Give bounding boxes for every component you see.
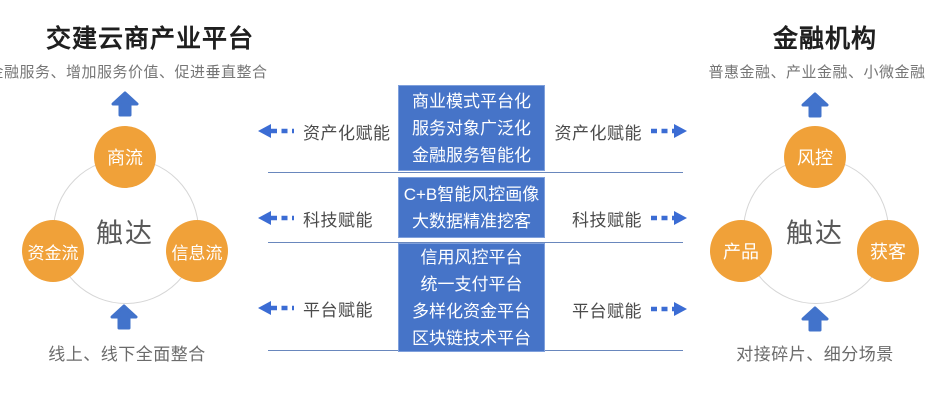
right-label-row-3: 平台赋能 — [552, 298, 688, 321]
left-label-row-3: 平台赋能 — [257, 297, 373, 320]
box-line: C+B智能风控画像 — [403, 184, 540, 204]
empowerment-label: 资产化赋能 — [303, 123, 391, 143]
right-panel-footer: 对接碎片、细分场景 — [736, 345, 894, 364]
right-label-row-2: 科技赋能 — [552, 207, 688, 230]
separator-line-2 — [268, 242, 683, 243]
box-line: 金融服务智能化 — [412, 145, 531, 165]
left-node-right: 信息流 — [166, 220, 228, 282]
box-line: 信用风控平台 — [420, 247, 523, 267]
box-line: 大数据精准挖客 — [412, 211, 531, 231]
box-line: 统一支付平台 — [420, 274, 523, 294]
empowerment-label: 资产化赋能 — [554, 123, 642, 143]
dashed-arrow-left-icon — [258, 211, 294, 225]
up-arrow-icon — [801, 92, 829, 118]
capability-box-3: 信用风控平台 统一支付平台 多样化资金平台 区块链技术平台 — [398, 243, 545, 352]
box-line: 商业模式平台化 — [412, 91, 531, 111]
empowerment-label: 科技赋能 — [303, 210, 373, 230]
up-arrow-icon — [111, 91, 139, 117]
right-node-left: 产品 — [710, 220, 772, 282]
left-node-top: 商流 — [94, 126, 156, 188]
box-line: 区块链技术平台 — [412, 328, 531, 348]
left-panel-subtitle: 金融服务、增加服务价值、促进垂直整合 — [0, 64, 268, 81]
dashed-arrow-right-icon — [651, 211, 687, 225]
right-hub-label: 触达 — [786, 218, 844, 249]
up-arrow-icon — [110, 304, 138, 330]
left-hub-label: 触达 — [96, 218, 154, 249]
right-label-row-1: 资产化赋能 — [552, 120, 688, 143]
left-label-row-1: 资产化赋能 — [257, 120, 391, 143]
left-panel-footer: 线上、线下全面整合 — [48, 345, 206, 364]
dashed-arrow-left-icon — [258, 124, 294, 138]
left-panel-title: 交建云商产业平台 — [45, 25, 255, 53]
box-line: 多样化资金平台 — [412, 301, 531, 321]
dashed-arrow-right-icon — [651, 302, 687, 316]
empowerment-label: 平台赋能 — [572, 301, 642, 321]
capability-box-1: 商业模式平台化 服务对象广泛化 金融服务智能化 — [398, 85, 545, 171]
right-panel-title: 金融机构 — [772, 25, 878, 53]
dashed-arrow-left-icon — [258, 301, 294, 315]
right-node-top: 风控 — [784, 126, 846, 188]
empowerment-label: 科技赋能 — [572, 210, 642, 230]
capability-box-2: C+B智能风控画像 大数据精准挖客 — [398, 177, 545, 238]
up-arrow-icon — [801, 306, 829, 332]
left-node-left: 资金流 — [22, 220, 84, 282]
empowerment-label: 平台赋能 — [303, 300, 373, 320]
right-node-right: 获客 — [857, 220, 919, 282]
left-label-row-2: 科技赋能 — [257, 207, 373, 230]
right-panel-subtitle: 普惠金融、产业金融、小微金融 — [708, 64, 926, 81]
box-line: 服务对象广泛化 — [412, 118, 531, 138]
dashed-arrow-right-icon — [651, 124, 687, 138]
separator-line-1 — [268, 172, 683, 173]
